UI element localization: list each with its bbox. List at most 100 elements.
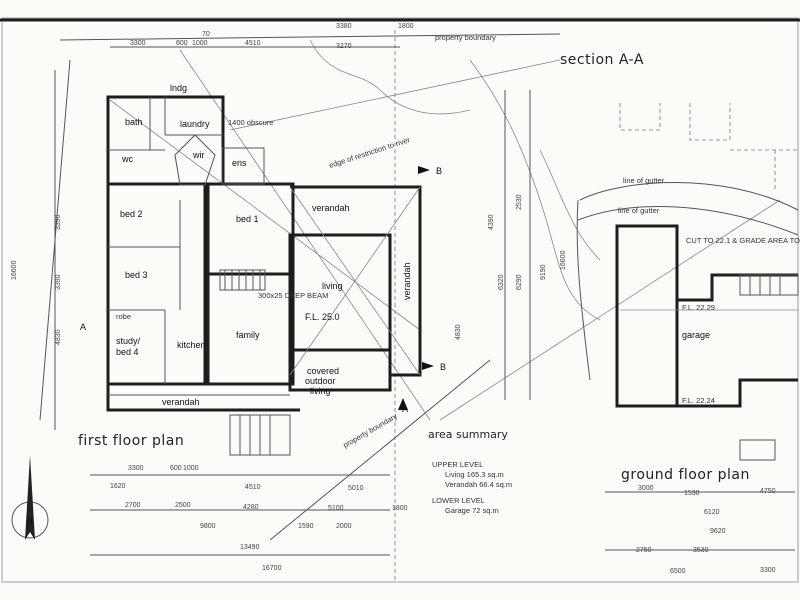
- gutter-note-1: line of gutter: [623, 176, 665, 185]
- sheet-border: [1, 17, 799, 583]
- beam-note: 300x25 DEEP BEAM: [258, 291, 328, 300]
- section-arrow-b-bottom: [422, 362, 434, 370]
- dim-right-7: 2530: [516, 194, 523, 210]
- dim-top-1: 3300: [130, 40, 146, 47]
- dim-bottom-12: 1590: [298, 523, 314, 530]
- area-garage: Garage 72 sq.m: [445, 506, 499, 515]
- dim-left-4: 16600: [11, 260, 18, 280]
- dim-bottom-5: 2700: [125, 502, 141, 509]
- floor-level-garage-top: F.L. 22.29: [682, 303, 715, 312]
- floor-level-garage-bottom: F.L. 22.24: [682, 396, 715, 405]
- gutter-curve: [576, 199, 591, 381]
- room-label-living: living: [322, 281, 343, 291]
- dim-bottom-7: 4510: [245, 484, 261, 491]
- gutter-note-2: line of gutter: [618, 206, 660, 215]
- dim-right-6: 4830: [455, 324, 462, 340]
- room-label-verandah-east: verandah: [402, 262, 412, 300]
- dim-bottom-16: 1800: [392, 505, 408, 512]
- garage-west-wall: [615, 224, 679, 408]
- ground-dim-8: 6500: [670, 568, 686, 575]
- dim-bottom-13: 2000: [336, 523, 352, 530]
- section-marker-a-left: A: [80, 322, 86, 332]
- dim-right-4: 9190: [540, 264, 547, 280]
- north-arrow: N: [11, 455, 49, 540]
- dim-bottom-9: 9800: [200, 523, 216, 530]
- ground-stair: [739, 439, 776, 461]
- restriction-line: [229, 59, 561, 131]
- dim-top-5: 4510: [245, 40, 261, 47]
- dim-top-7: 3270: [336, 43, 352, 50]
- room-label-wc: wc: [121, 154, 133, 164]
- ground-dim-1: 3000: [638, 485, 654, 492]
- room-label-wir: wir: [192, 150, 205, 160]
- room-label-bed4: bed 4: [116, 347, 139, 357]
- dim-right-2: 6320: [498, 274, 505, 290]
- room-label-bed3: bed 3: [125, 270, 148, 280]
- garage-stair: [739, 274, 799, 296]
- area-verandah: Verandah 66.4 sq.m: [445, 480, 512, 489]
- restriction-note: edge of restriction to river: [328, 135, 412, 170]
- section-marker-b-bottom: B: [440, 362, 446, 372]
- dim-bottom-11: 5100: [328, 505, 344, 512]
- dim-bottom-15: 16700: [262, 565, 282, 572]
- dim-top-2: 600: [176, 40, 188, 47]
- family-outline: [203, 272, 295, 386]
- ground-dim-9: 3300: [760, 567, 776, 574]
- dim-right-3: 6290: [516, 274, 523, 290]
- title-first-floor: first floor plan: [78, 433, 184, 449]
- room-label-study: study/: [116, 336, 141, 346]
- diagonal-line-3: [439, 199, 781, 421]
- area-lower-label: LOWER LEVEL: [432, 496, 485, 505]
- title-area-summary: area summary: [428, 428, 508, 441]
- section-dash-2: [689, 103, 731, 141]
- section-arrow-a: [398, 398, 408, 410]
- garage-south-wall: [677, 378, 798, 408]
- room-label-laundry: laundry: [180, 119, 210, 129]
- dim-left-3: 4830: [55, 329, 62, 345]
- section-arrow-b-top: [418, 166, 430, 174]
- room-label-verandah-south: verandah: [162, 397, 200, 407]
- room-label-garage: garage: [682, 330, 710, 340]
- north-arrow-label: N: [26, 516, 33, 526]
- dim-right-5: 16600: [560, 250, 567, 270]
- room-label-landing: lndg: [170, 83, 187, 93]
- room-label-covered: covered: [307, 366, 339, 376]
- room-label-kitchen: kitchen: [177, 340, 206, 350]
- dim-bottom-14: 13490: [240, 544, 260, 551]
- dim-bottom-4: 1620: [110, 483, 126, 490]
- section-dash-1: [619, 103, 661, 131]
- title-section: section A-A: [560, 52, 644, 68]
- property-boundary-top: [59, 33, 561, 41]
- title-ground-floor: ground floor plan: [621, 467, 750, 483]
- roof-diagonal-2: [289, 186, 421, 376]
- floor-level-first: F.L. 25.0: [305, 312, 340, 322]
- ground-dim-6: 2750: [636, 547, 652, 554]
- gutter-line-2: [577, 205, 799, 236]
- room-label-bed2: bed 2: [120, 209, 143, 219]
- contour-1: [309, 39, 471, 115]
- dim-bottom-6: 2500: [175, 502, 191, 509]
- dim-top-3: 1000: [192, 40, 208, 47]
- obscure-note: 1400 obscure: [228, 118, 273, 127]
- ground-dim-5: 9620: [710, 528, 726, 535]
- north-arrow-pointer-icon: [25, 455, 35, 540]
- boundary-note-top: property boundary: [435, 33, 496, 42]
- gutter-line-1: [579, 182, 799, 211]
- covered-outdoor-outline: [288, 348, 392, 392]
- ensuite-outline: [221, 147, 265, 185]
- dim-top-6: 3380: [336, 23, 352, 30]
- stair-outline: [219, 269, 266, 291]
- boundary-note-bottom: property boundary: [342, 411, 399, 449]
- contour-2: [469, 59, 601, 321]
- dim-bottom-3: 1000: [183, 465, 199, 472]
- wir-outline: [174, 134, 216, 186]
- dim-bottom-8: 4280: [243, 504, 259, 511]
- dim-bottom-1: 3300: [128, 465, 144, 472]
- area-living: Living 165.3 sq.m: [445, 470, 504, 479]
- grade-note: CUT TO 22.1 & GRADE AREA TO DRAIN TO FRO…: [686, 236, 800, 245]
- dim-bottom-2: 600: [170, 465, 182, 472]
- ground-dim-4: 6120: [704, 509, 720, 516]
- section-marker-b-top: B: [436, 166, 442, 176]
